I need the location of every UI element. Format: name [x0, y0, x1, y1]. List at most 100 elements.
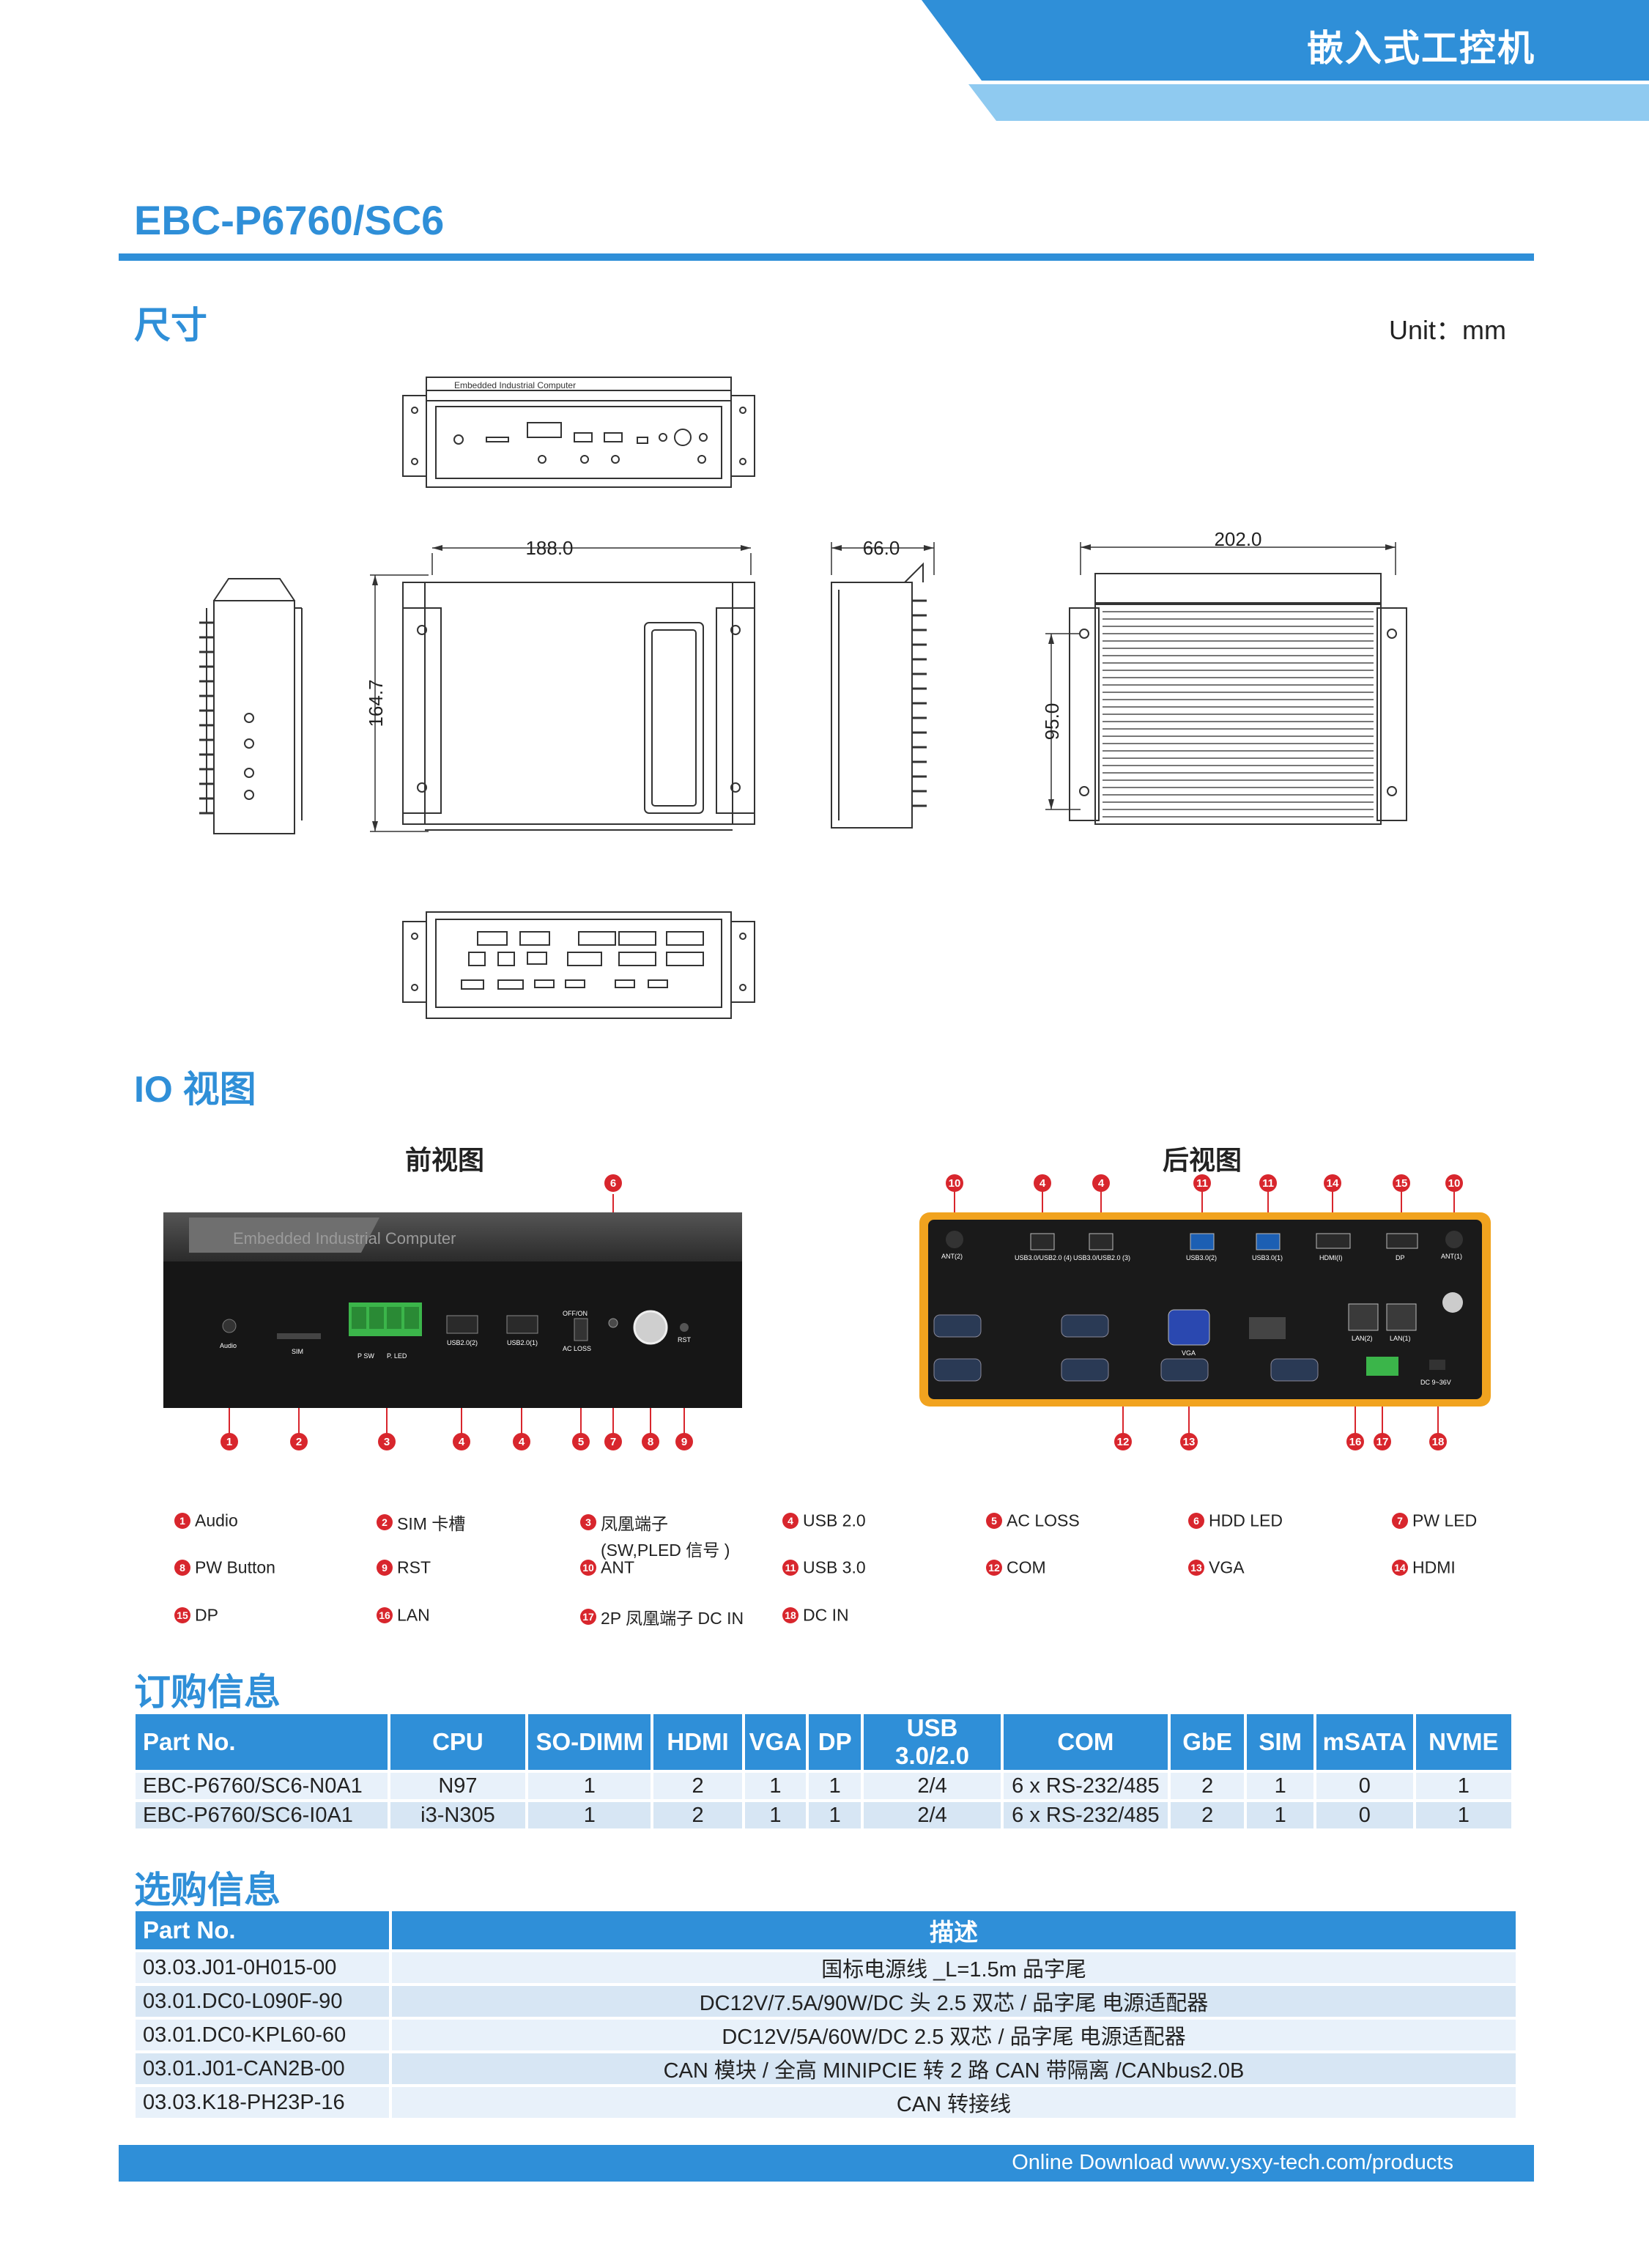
front-view-title: 前视图	[405, 1145, 485, 1175]
col-part-no: Part No.	[136, 1911, 389, 1949]
cell-nvme: 1	[1415, 1773, 1511, 1799]
svg-text:6: 6	[610, 1177, 616, 1190]
table-row: 03.01.DC0-KPL60-60 DC12V/5A/60W/DC 2.5 双…	[136, 2020, 1516, 2050]
footer-link[interactable]: Online Download www.ysxy-tech.com/produc…	[1012, 2151, 1453, 2174]
cell-msata: 0	[1316, 1802, 1413, 1828]
ordering-table: Part No. CPU SO-DIMM HDMI VGA DP USB 3.0…	[133, 1711, 1514, 1831]
cell-part-no: EBC-P6760/SC6-I0A1	[136, 1802, 388, 1828]
bottom-view-drawing: 188.0 164.7	[365, 537, 755, 832]
svg-text:4: 4	[1040, 1177, 1046, 1190]
svg-text:4: 4	[519, 1436, 525, 1448]
cell-nvme: 1	[1415, 1802, 1511, 1828]
page-title: EBC-P6760/SC6	[134, 197, 445, 243]
cell-part-no: 03.03.J01-0H015-00	[136, 1952, 389, 1983]
svg-text:12: 12	[1117, 1436, 1130, 1448]
svg-text:4: 4	[1098, 1177, 1105, 1190]
label-hdmi: HDMI(I)	[1319, 1254, 1343, 1261]
col-cpu: CPU	[390, 1714, 526, 1770]
cell-part-no: 03.01.J01-CAN2B-00	[136, 2053, 389, 2084]
cell-description: 国标电源线 _L=1.5m 品字尾	[392, 1952, 1516, 1983]
table-row: EBC-P6760/SC6-N0A1 N97 1 2 1 1 2/4 6 x R…	[136, 1773, 1511, 1799]
svg-text:9: 9	[681, 1436, 687, 1448]
rear-view-photo: ANT(2) USB3.0/USB2.0 (4) USB3.0/USB2.0 (…	[919, 1174, 1491, 1450]
cell-msata: 0	[1316, 1773, 1413, 1799]
cell-part-no: 03.03.K18-PH23P-16	[136, 2087, 389, 2118]
svg-text:15: 15	[1396, 1177, 1408, 1190]
label-usb2-1: USB2.0(1)	[507, 1339, 538, 1346]
cell-usb: 2/4	[864, 1773, 1001, 1799]
cell-part-no: EBC-P6760/SC6-N0A1	[136, 1773, 388, 1799]
cell-vga: 1	[744, 1773, 807, 1799]
svg-text:14: 14	[1327, 1177, 1339, 1190]
label-sim: SIM	[292, 1348, 303, 1355]
label-psw: P SW	[357, 1352, 374, 1360]
label-ant1: ANT(1)	[1441, 1253, 1462, 1260]
svg-text:10: 10	[949, 1177, 961, 1190]
col-dp: DP	[809, 1714, 861, 1770]
cell-part-no: 03.01.DC0-L090F-90	[136, 1986, 389, 2017]
table-row: 03.03.J01-0H015-00 国标电源线 _L=1.5m 品字尾	[136, 1952, 1516, 1983]
cell-hdmi: 2	[653, 1773, 742, 1799]
cell-gbe: 2	[1170, 1773, 1245, 1799]
cell-sim: 1	[1247, 1802, 1313, 1828]
cell-dp: 1	[809, 1802, 861, 1828]
dim-height: 164.7	[365, 679, 387, 727]
svg-text:18: 18	[1432, 1436, 1445, 1448]
col-usb: USB 3.0/2.0	[864, 1714, 1001, 1770]
col-vga: VGA	[744, 1714, 807, 1770]
svg-text:11: 11	[1196, 1177, 1208, 1190]
label-lan1: LAN(1)	[1390, 1335, 1411, 1342]
svg-text:4: 4	[459, 1436, 465, 1448]
cell-com: 6 x RS-232/485	[1003, 1773, 1168, 1799]
cell-sodimm: 1	[528, 1802, 651, 1828]
svg-text:16: 16	[1349, 1436, 1362, 1448]
label-usb2-2: USB2.0(2)	[447, 1339, 478, 1346]
cell-usb: 2/4	[864, 1802, 1001, 1828]
label-dp: DP	[1396, 1254, 1405, 1261]
label-audio: Audio	[220, 1342, 237, 1349]
cell-cpu: N97	[390, 1773, 526, 1799]
table-row: EBC-P6760/SC6-I0A1 i3-N305 1 2 1 1 2/4 6…	[136, 1802, 1511, 1828]
dim-depth: 66.0	[863, 537, 900, 559]
svg-text:1: 1	[226, 1436, 232, 1448]
side-view-left-drawing	[199, 578, 303, 834]
side-view-right-drawing: 66.0	[831, 537, 935, 829]
front-panel-drawing: Embedded Industrial Computer	[402, 377, 755, 488]
label-vga: VGA	[1182, 1349, 1196, 1357]
dim-top-width: 202.0	[1214, 531, 1261, 550]
cell-description: CAN 模块 / 全高 MINIPCIE 转 2 路 CAN 带隔离 /CANb…	[392, 2053, 1516, 2084]
dimensions-heading: 尺寸	[134, 305, 207, 346]
cell-description: CAN 转接线	[392, 2087, 1516, 2118]
label-dcin: DC 9~36V	[1420, 1379, 1451, 1386]
svg-text:8: 8	[648, 1436, 653, 1448]
footer-bar: Online Download www.ysxy-tech.com/produc…	[119, 2145, 1534, 2182]
label-pled: P. LED	[387, 1352, 407, 1360]
col-msata: mSATA	[1316, 1714, 1413, 1770]
header-banner	[922, 0, 1649, 121]
cell-sodimm: 1	[528, 1773, 651, 1799]
svg-text:10: 10	[1448, 1177, 1461, 1190]
col-sodimm: SO-DIMM	[528, 1714, 651, 1770]
dim-width: 188.0	[525, 537, 573, 559]
cell-vga: 1	[744, 1802, 807, 1828]
rear-panel-drawing	[402, 911, 755, 1019]
front-panel-text: Embedded Industrial Computer	[454, 380, 576, 390]
options-header-row: Part No. 描述	[136, 1911, 1516, 1949]
label-usb-3: USB3.0/USB2.0 (3)	[1073, 1254, 1130, 1261]
col-nvme: NVME	[1415, 1714, 1511, 1770]
svg-text:17: 17	[1376, 1436, 1389, 1448]
ordering-heading: 订购信息	[134, 1672, 281, 1713]
table-row: 03.01.J01-CAN2B-00 CAN 模块 / 全高 MINIPCIE …	[136, 2053, 1516, 2084]
